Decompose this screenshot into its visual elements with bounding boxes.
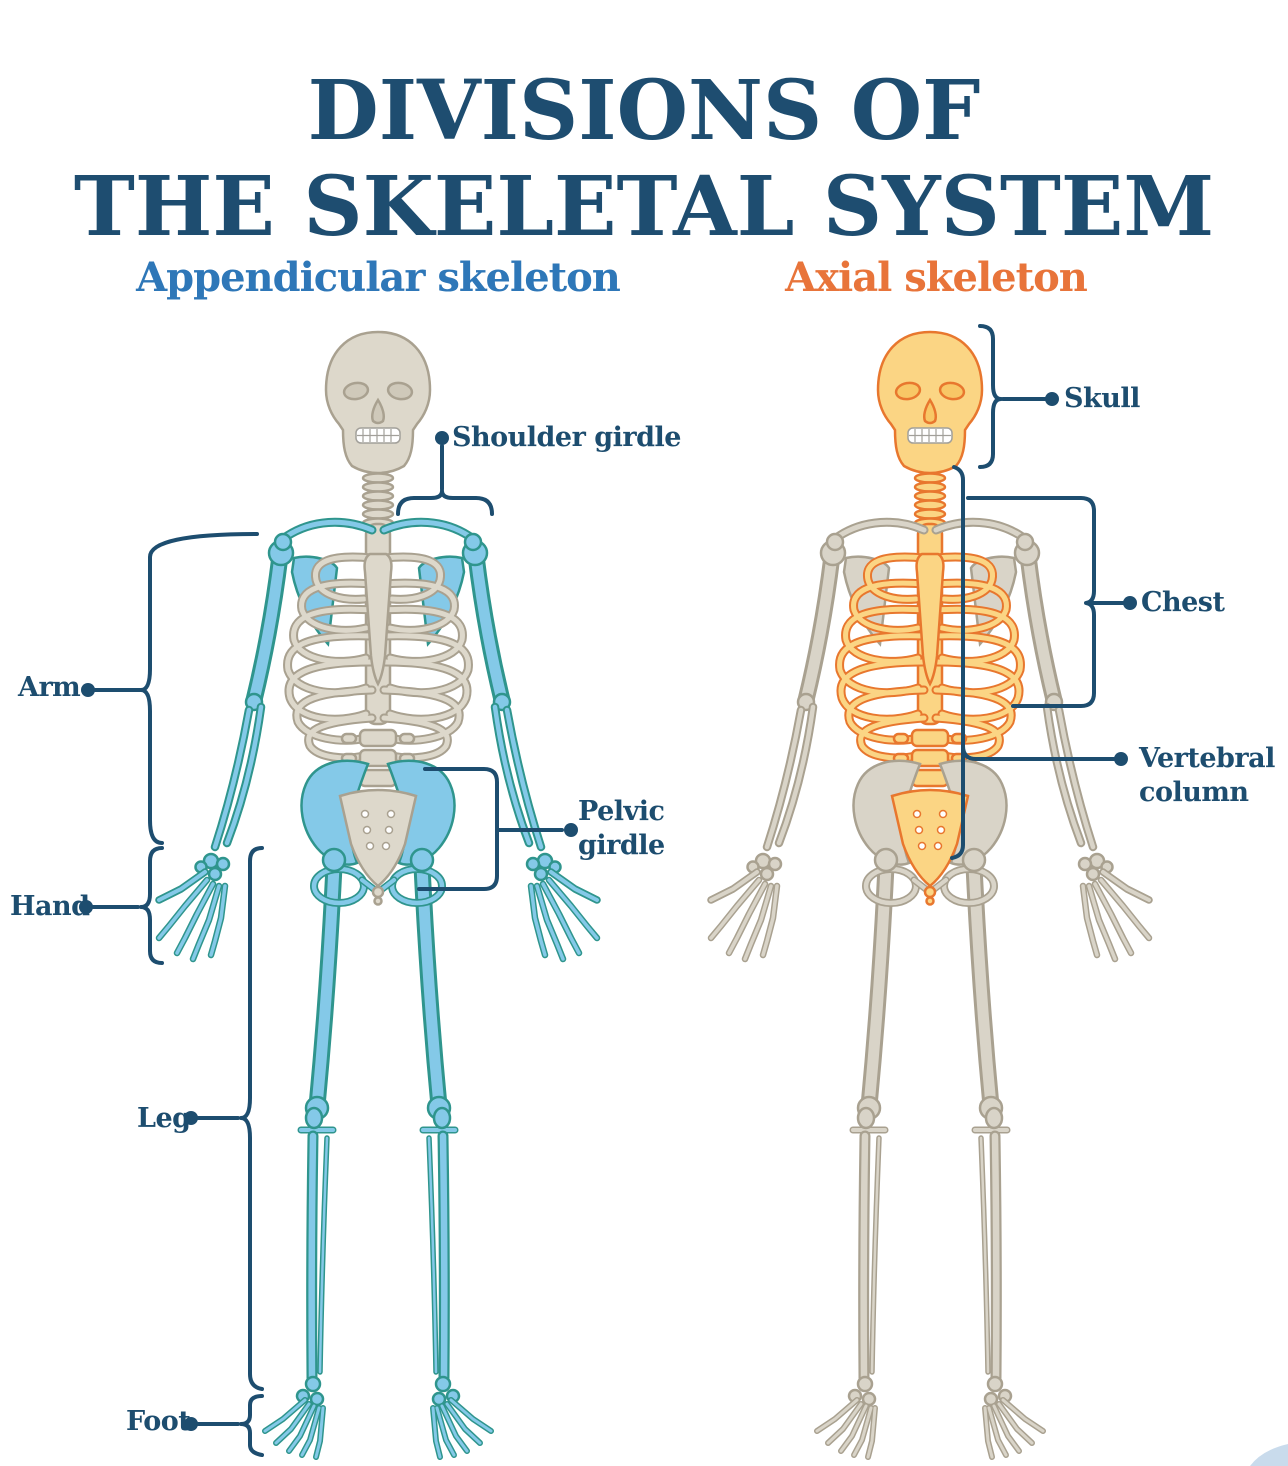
- arm-connector: [81, 532, 259, 845]
- vertebral-column-connector: [950, 465, 1128, 860]
- axial-skeleton-figure: [711, 332, 1149, 1457]
- label-skull: Skull: [1064, 383, 1140, 414]
- label-shoulder-girdle: Shoulder girdle: [452, 422, 681, 453]
- corner-decoration: [1250, 1444, 1288, 1466]
- label-vertebral-column: Vertebral column: [1139, 743, 1275, 808]
- hand-connector: [79, 846, 164, 965]
- chest-connector: [966, 496, 1137, 708]
- page-title-line2: THE SKELETAL SYSTEM: [73, 158, 1215, 255]
- label-leg: Leg: [137, 1103, 191, 1134]
- label-chest: Chest: [1141, 587, 1225, 618]
- axial-heading: Axial skeleton: [785, 254, 1088, 301]
- label-pelvic-girdle: Pelvic girdle: [578, 796, 665, 861]
- appendicular-heading: Appendicular skeleton: [136, 254, 621, 301]
- foot-connector: [184, 1394, 264, 1457]
- pelvic-girdle-connector: [417, 767, 578, 891]
- appendicular-skeleton-figure: [159, 332, 597, 1457]
- skull-connector: [978, 324, 1059, 469]
- page-title: DIVISIONS OF THE SKELETAL SYSTEM: [0, 63, 1288, 255]
- page-title-line1: DIVISIONS OF: [307, 62, 981, 159]
- label-arm: Arm: [18, 672, 81, 703]
- shoulder-girdle-connector: [396, 431, 494, 516]
- label-foot: Foot: [126, 1406, 191, 1437]
- label-hand: Hand: [10, 891, 90, 922]
- leg-connector: [184, 846, 264, 1391]
